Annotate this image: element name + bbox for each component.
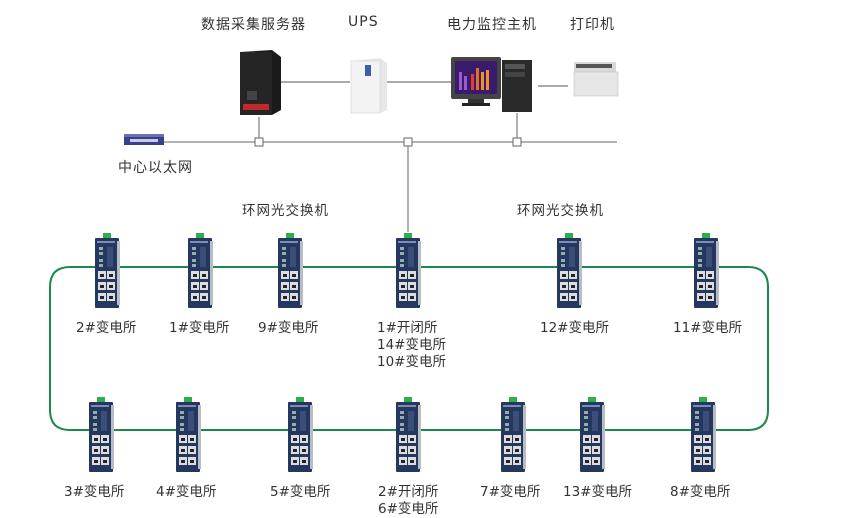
monitor-icon — [451, 57, 501, 106]
server-label: 数据采集服务器 — [201, 17, 306, 33]
junction-box — [512, 137, 522, 147]
top-station-label: 2#变电所 — [76, 320, 136, 337]
top-station-label: 11#变电所 — [673, 320, 742, 337]
ring-switch-icon — [89, 397, 114, 472]
ring-switch-icon — [188, 233, 213, 308]
bottom-station-label: 3#变电所 — [64, 484, 124, 501]
top-station-label: 12#变电所 — [540, 320, 609, 337]
station-name-line: 3#变电所 — [64, 484, 125, 500]
monitor-host-label: 电力监控主机 — [447, 17, 537, 33]
station-name-line: 4#变电所 — [156, 484, 217, 500]
bottom-station-label: 4#变电所 — [156, 484, 216, 501]
station-name-line: 10#变电所 — [377, 354, 446, 370]
station-name-line: 9#变电所 — [258, 320, 319, 336]
station-name-line: 2#开闭所 — [378, 484, 439, 500]
station-name-line: 7#变电所 — [480, 484, 541, 500]
ring-switch-label-right: 环网光交换机 — [517, 203, 604, 219]
ring-switch-icon — [501, 397, 526, 472]
host-tower-icon — [502, 60, 532, 112]
top-station-label: 1#变电所 — [169, 320, 229, 337]
ring-switch-icon — [288, 397, 313, 472]
ring-switch-icon — [557, 233, 582, 308]
printer-label: 打印机 — [570, 17, 615, 33]
station-name-line: 13#变电所 — [563, 484, 632, 500]
station-name-line: 8#变电所 — [670, 484, 731, 500]
junction-box — [403, 137, 413, 147]
bottom-station-label: 7#变电所 — [480, 484, 540, 501]
ring-switch-icon — [396, 233, 421, 308]
ups-icon — [350, 58, 387, 114]
bottom-station-label: 5#变电所 — [270, 484, 330, 501]
ring-switch-icon — [176, 397, 201, 472]
ups-label: UPS — [348, 14, 379, 30]
bottom-station-label: 8#变电所 — [670, 484, 730, 501]
ring-switch-icon — [278, 233, 303, 308]
station-name-line: 5#变电所 — [270, 484, 331, 500]
ethernet-label: 中心以太网 — [118, 160, 193, 176]
ring-switch-icon — [95, 233, 120, 308]
ring-switch-icon — [694, 233, 719, 308]
junction-box — [254, 137, 264, 147]
fiber-ring — [49, 266, 769, 431]
station-name-line: 1#变电所 — [169, 320, 230, 336]
station-name-line: 2#变电所 — [76, 320, 137, 336]
printer-icon — [573, 62, 619, 97]
ring-switch-icon — [396, 397, 421, 472]
top-station-label: 9#变电所 — [258, 320, 318, 337]
server-tower-icon — [240, 50, 281, 115]
station-name-line: 1#开闭所 — [377, 320, 438, 336]
ring-switch-icon — [691, 397, 716, 472]
ring-switch-icon — [580, 397, 605, 472]
station-name-line: 12#变电所 — [540, 320, 609, 336]
station-name-line: 14#变电所 — [377, 337, 446, 353]
station-name-line: 11#变电所 — [673, 320, 742, 336]
ethernet-switch-icon — [124, 134, 164, 145]
ring-switch-label-left: 环网光交换机 — [242, 203, 329, 219]
bottom-station-label: 13#变电所 — [563, 484, 632, 501]
station-name-line: 6#变电所 — [378, 501, 439, 517]
